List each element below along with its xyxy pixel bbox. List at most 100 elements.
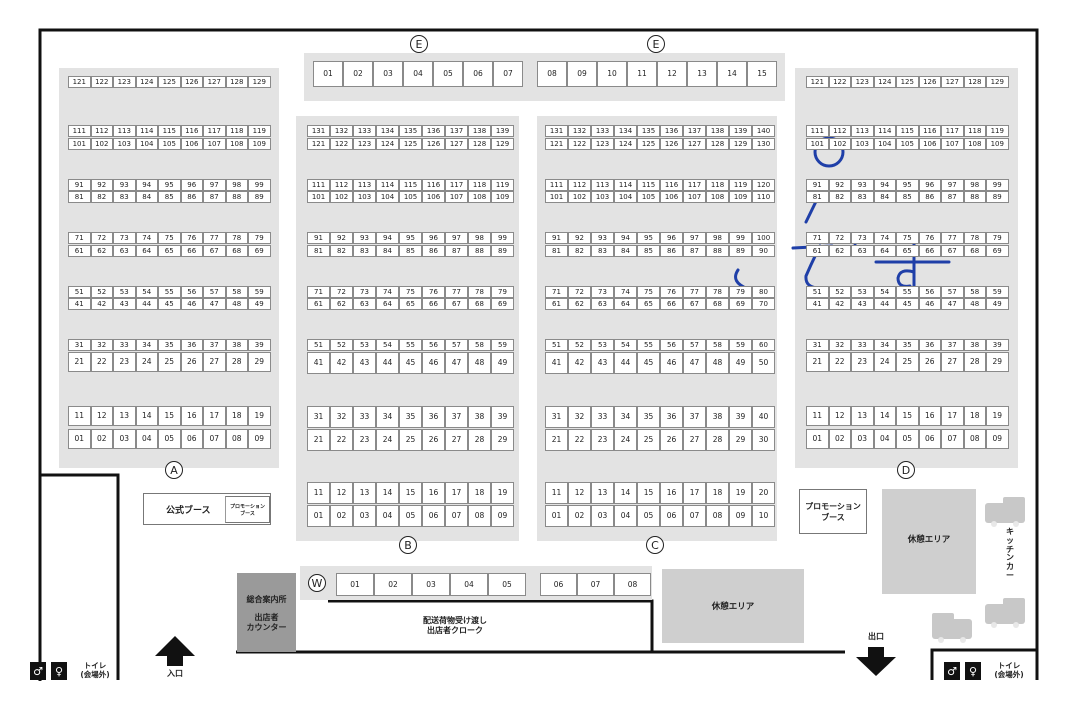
booth-a-05[interactable]: 05 bbox=[158, 429, 181, 449]
booth-d-88[interactable]: 88 bbox=[963, 191, 986, 203]
booth-d-65[interactable]: 65 bbox=[896, 245, 919, 257]
booth-c-95[interactable]: 95 bbox=[637, 232, 660, 244]
booth-b-133[interactable]: 133 bbox=[353, 125, 376, 137]
booth-a-118[interactable]: 118 bbox=[225, 125, 248, 137]
booth-a-67[interactable]: 67 bbox=[203, 245, 226, 257]
booth-a-95[interactable]: 95 bbox=[158, 179, 181, 191]
booth-c-18[interactable]: 18 bbox=[706, 482, 729, 504]
booth-a-102[interactable]: 102 bbox=[90, 138, 113, 150]
booth-c-09[interactable]: 09 bbox=[729, 505, 752, 527]
booth-c-107[interactable]: 107 bbox=[683, 191, 706, 203]
booth-d-75[interactable]: 75 bbox=[896, 232, 919, 244]
booth-c-36[interactable]: 36 bbox=[660, 406, 683, 428]
booth-c-26[interactable]: 26 bbox=[660, 429, 683, 451]
booth-b-46[interactable]: 46 bbox=[422, 352, 445, 374]
booth-c-102[interactable]: 102 bbox=[568, 191, 591, 203]
booth-a-88[interactable]: 88 bbox=[225, 191, 248, 203]
booth-b-109[interactable]: 109 bbox=[491, 191, 514, 203]
booth-a-107[interactable]: 107 bbox=[203, 138, 226, 150]
booth-d-127[interactable]: 127 bbox=[941, 76, 964, 88]
booth-a-81[interactable]: 81 bbox=[68, 191, 91, 203]
booth-a-122[interactable]: 122 bbox=[90, 76, 113, 88]
booth-a-124[interactable]: 124 bbox=[135, 76, 158, 88]
booth-a-109[interactable]: 109 bbox=[248, 138, 271, 150]
booth-c-131[interactable]: 131 bbox=[545, 125, 568, 137]
booth-b-47[interactable]: 47 bbox=[445, 352, 468, 374]
booth-b-61[interactable]: 61 bbox=[307, 298, 330, 310]
booth-c-11[interactable]: 11 bbox=[545, 482, 568, 504]
booth-c-120[interactable]: 120 bbox=[752, 179, 775, 191]
promo-booth-small[interactable]: プロモーション ブース bbox=[225, 496, 270, 523]
booth-a-24[interactable]: 24 bbox=[135, 352, 158, 372]
booth-b-29[interactable]: 29 bbox=[491, 429, 514, 451]
booth-c-128[interactable]: 128 bbox=[706, 138, 729, 150]
booth-c-23[interactable]: 23 bbox=[591, 429, 614, 451]
booth-d-85[interactable]: 85 bbox=[896, 191, 919, 203]
booth-d-73[interactable]: 73 bbox=[851, 232, 874, 244]
booth-a-54[interactable]: 54 bbox=[135, 286, 158, 298]
booth-b-45[interactable]: 45 bbox=[399, 352, 422, 374]
booth-d-05[interactable]: 05 bbox=[896, 429, 919, 449]
booth-e-07[interactable]: 07 bbox=[493, 61, 523, 87]
booth-c-109[interactable]: 109 bbox=[729, 191, 752, 203]
booth-b-06[interactable]: 06 bbox=[422, 505, 445, 527]
booth-c-133[interactable]: 133 bbox=[591, 125, 614, 137]
booth-d-114[interactable]: 114 bbox=[873, 125, 896, 137]
booth-d-126[interactable]: 126 bbox=[918, 76, 941, 88]
booth-b-07[interactable]: 07 bbox=[445, 505, 468, 527]
booth-d-123[interactable]: 123 bbox=[851, 76, 874, 88]
booth-d-58[interactable]: 58 bbox=[963, 286, 986, 298]
booth-c-47[interactable]: 47 bbox=[683, 352, 706, 374]
booth-d-17[interactable]: 17 bbox=[941, 406, 964, 426]
booth-c-108[interactable]: 108 bbox=[706, 191, 729, 203]
booth-c-91[interactable]: 91 bbox=[545, 232, 568, 244]
booth-a-58[interactable]: 58 bbox=[225, 286, 248, 298]
booth-a-13[interactable]: 13 bbox=[113, 406, 136, 426]
booth-c-97[interactable]: 97 bbox=[683, 232, 706, 244]
booth-d-09[interactable]: 09 bbox=[986, 429, 1009, 449]
booth-d-59[interactable]: 59 bbox=[986, 286, 1009, 298]
booth-b-41[interactable]: 41 bbox=[307, 352, 330, 374]
booth-c-56[interactable]: 56 bbox=[660, 339, 683, 351]
booth-d-78[interactable]: 78 bbox=[963, 232, 986, 244]
booth-b-48[interactable]: 48 bbox=[468, 352, 491, 374]
booth-b-71[interactable]: 71 bbox=[307, 286, 330, 298]
booth-a-19[interactable]: 19 bbox=[248, 406, 271, 426]
booth-a-94[interactable]: 94 bbox=[135, 179, 158, 191]
booth-c-98[interactable]: 98 bbox=[706, 232, 729, 244]
booth-b-12[interactable]: 12 bbox=[330, 482, 353, 504]
booth-c-53[interactable]: 53 bbox=[591, 339, 614, 351]
booth-b-123[interactable]: 123 bbox=[353, 138, 376, 150]
booth-a-36[interactable]: 36 bbox=[180, 339, 203, 351]
booth-b-01[interactable]: 01 bbox=[307, 505, 330, 527]
booth-c-20[interactable]: 20 bbox=[752, 482, 775, 504]
booth-d-124[interactable]: 124 bbox=[873, 76, 896, 88]
booth-a-123[interactable]: 123 bbox=[113, 76, 136, 88]
booth-d-62[interactable]: 62 bbox=[828, 245, 851, 257]
booth-d-46[interactable]: 46 bbox=[918, 298, 941, 310]
booth-c-92[interactable]: 92 bbox=[568, 232, 591, 244]
booth-c-140[interactable]: 140 bbox=[752, 125, 775, 137]
booth-c-139[interactable]: 139 bbox=[729, 125, 752, 137]
booth-c-24[interactable]: 24 bbox=[614, 429, 637, 451]
booth-d-67[interactable]: 67 bbox=[941, 245, 964, 257]
booth-d-01[interactable]: 01 bbox=[806, 429, 829, 449]
booth-a-99[interactable]: 99 bbox=[248, 179, 271, 191]
booth-d-38[interactable]: 38 bbox=[963, 339, 986, 351]
booth-d-76[interactable]: 76 bbox=[918, 232, 941, 244]
booth-b-64[interactable]: 64 bbox=[376, 298, 399, 310]
booth-a-03[interactable]: 03 bbox=[113, 429, 136, 449]
booth-d-45[interactable]: 45 bbox=[896, 298, 919, 310]
booth-c-86[interactable]: 86 bbox=[660, 245, 683, 257]
booth-c-80[interactable]: 80 bbox=[752, 286, 775, 298]
booth-c-12[interactable]: 12 bbox=[568, 482, 591, 504]
booth-c-81[interactable]: 81 bbox=[545, 245, 568, 257]
booth-d-51[interactable]: 51 bbox=[806, 286, 829, 298]
booth-a-69[interactable]: 69 bbox=[248, 245, 271, 257]
booth-b-104[interactable]: 104 bbox=[376, 191, 399, 203]
booth-b-49[interactable]: 49 bbox=[491, 352, 514, 374]
booth-b-58[interactable]: 58 bbox=[468, 339, 491, 351]
booth-a-75[interactable]: 75 bbox=[158, 232, 181, 244]
booth-a-77[interactable]: 77 bbox=[203, 232, 226, 244]
booth-b-92[interactable]: 92 bbox=[330, 232, 353, 244]
